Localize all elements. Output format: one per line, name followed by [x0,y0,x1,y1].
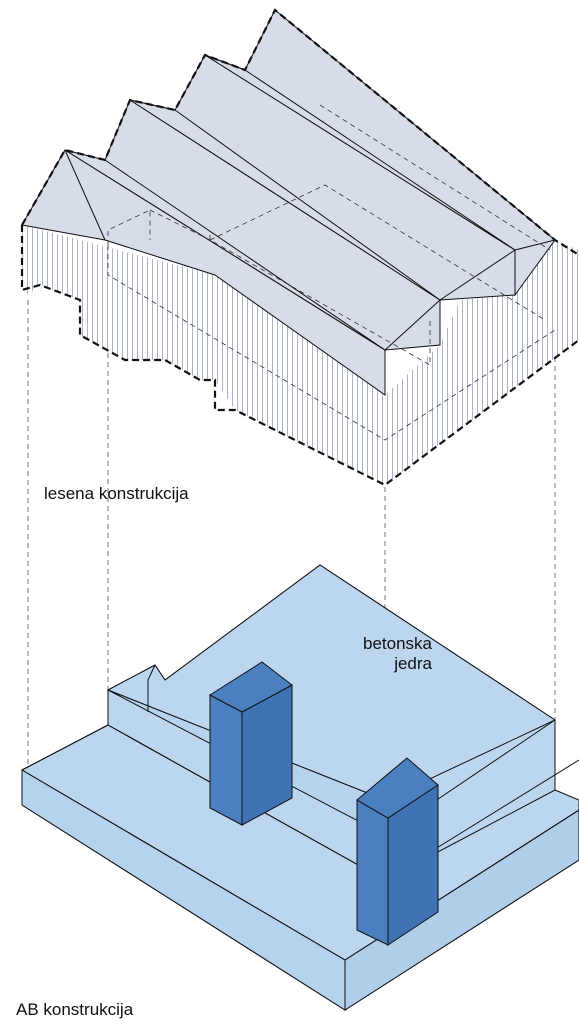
core-right-front [356,799,389,946]
label-rc-structure: AB konstrukcija [16,1000,134,1019]
label-concrete-cores: betonska jedra [330,634,432,674]
sawtooth-roof [21,9,556,396]
timber-structure [20,8,579,487]
rc-structure [21,564,579,1011]
label-timber-structure: lesena konstrukcija [44,484,189,503]
core-left-top [209,661,293,713]
timber-wall-right [385,240,579,485]
label-concrete-cores-line1: betonska [363,634,432,653]
concrete-cores [209,661,439,946]
timber-wall-left [22,225,385,485]
timber-outline-dashed [20,8,579,487]
label-concrete-cores-line2: jedra [394,654,432,673]
core-left-front [209,694,243,826]
timber-hidden-lines [107,104,556,441]
core-right-top [356,757,439,819]
